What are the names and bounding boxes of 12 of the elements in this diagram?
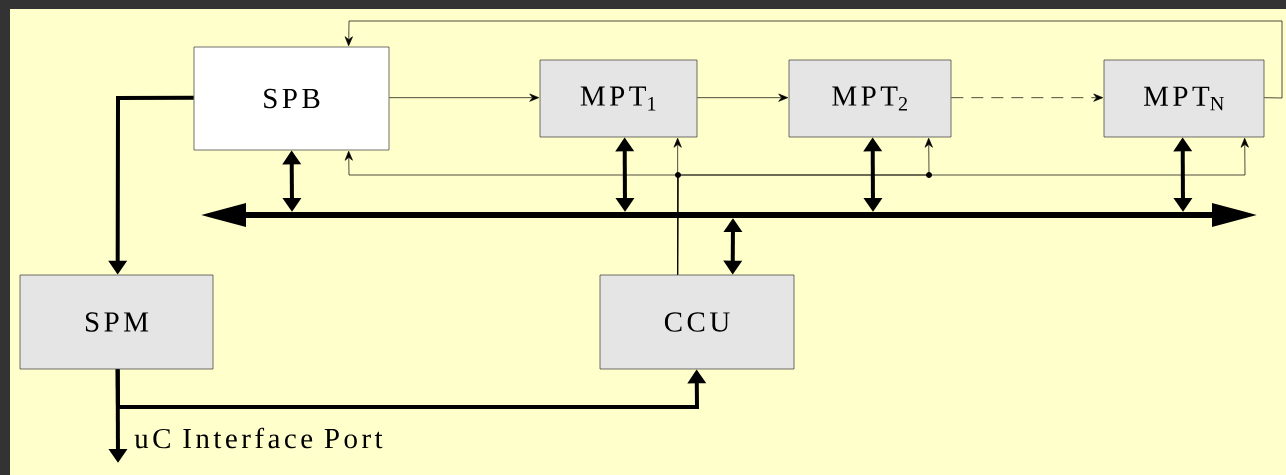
block-box: SPB <box>193 46 390 151</box>
signal-arrow <box>677 137 1249 275</box>
block-box: MPT$_{2}$ <box>788 59 952 138</box>
block-box: CCU <box>599 274 795 370</box>
block-box: SPM <box>19 274 214 370</box>
signal-arrow <box>389 93 540 102</box>
edge-label: uC Interface Port <box>134 427 383 449</box>
signal-arrow <box>344 20 1283 99</box>
block-box: MPT$_{1}$ <box>539 59 698 138</box>
signal-arrow <box>697 93 789 102</box>
signal-arrow <box>951 93 1104 102</box>
block-box: MPT$_{N}$ <box>1103 59 1265 138</box>
